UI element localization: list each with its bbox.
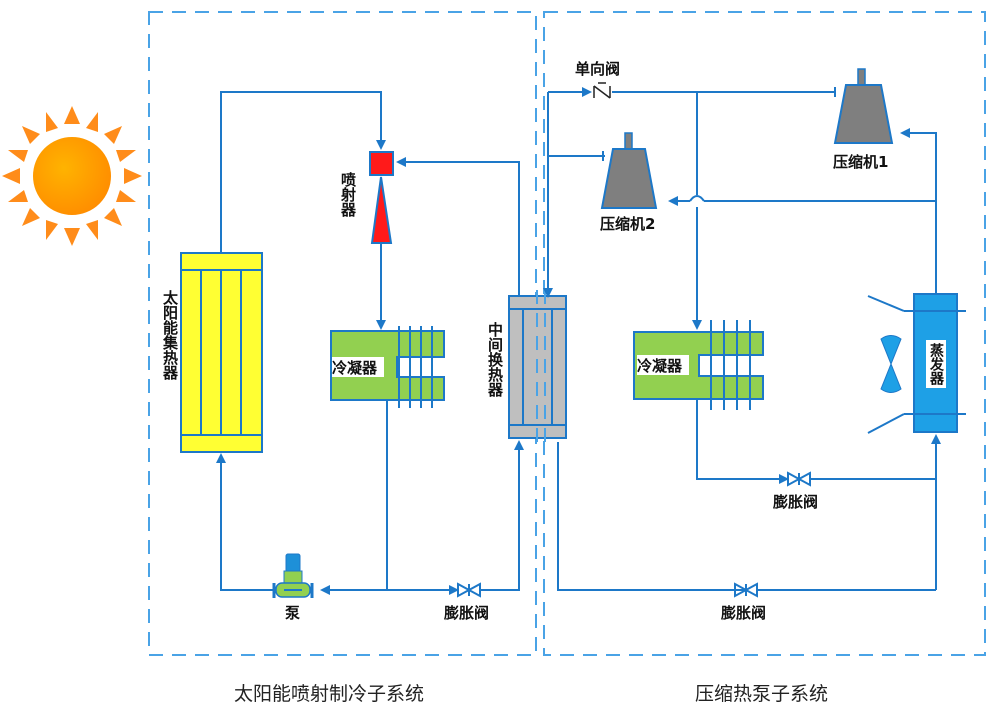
condenser-left: [330, 326, 445, 408]
intermediate-hx-label: 中间换热器: [486, 321, 504, 398]
left-subsystem-title: 太阳能喷射制冷子系统: [234, 683, 424, 705]
check-valve-label: 单向阀: [575, 60, 620, 78]
expansion-valve-right-lower-label: 膨胀阀: [721, 604, 766, 622]
ejector-label: 喷射器: [339, 172, 357, 218]
compressor-1: [833, 68, 894, 144]
left-subsystem-boundary: [148, 11, 537, 656]
intermediate-heat-exchanger: [508, 290, 567, 445]
evaporator: [867, 293, 966, 434]
solar-collector-label: 太阳能集热器: [161, 289, 179, 381]
condenser-right-label: 冷凝器: [637, 357, 683, 375]
expansion-valve-left: [457, 582, 481, 598]
ejector: [369, 151, 394, 244]
pump-icon: [272, 553, 314, 598]
solar-collector: [180, 252, 263, 453]
right-pipes: [543, 87, 941, 591]
compressor-2-label: 压缩机2: [600, 215, 655, 233]
pump-label: 泵: [285, 604, 300, 622]
compressor-1-label: 压缩机1: [833, 153, 888, 171]
right-subsystem-title: 压缩热泵子系统: [695, 683, 828, 705]
evaporator-label: 蒸发器: [928, 342, 945, 386]
condenser-right: [633, 320, 764, 410]
expansion-valve-right-upper-label: 膨胀阀: [773, 493, 818, 511]
left-pipes: [216, 91, 745, 595]
expansion-valve-right-lower: [734, 582, 758, 598]
compressor-2: [600, 132, 658, 209]
expansion-valve-right-upper: [787, 471, 811, 487]
condenser-left-label: 冷凝器: [332, 359, 378, 377]
check-valve-icon: [593, 82, 611, 99]
expansion-valve-left-label: 膨胀阀: [444, 604, 489, 622]
fan-icon: [880, 335, 902, 393]
sun-icon: [2, 106, 142, 246]
